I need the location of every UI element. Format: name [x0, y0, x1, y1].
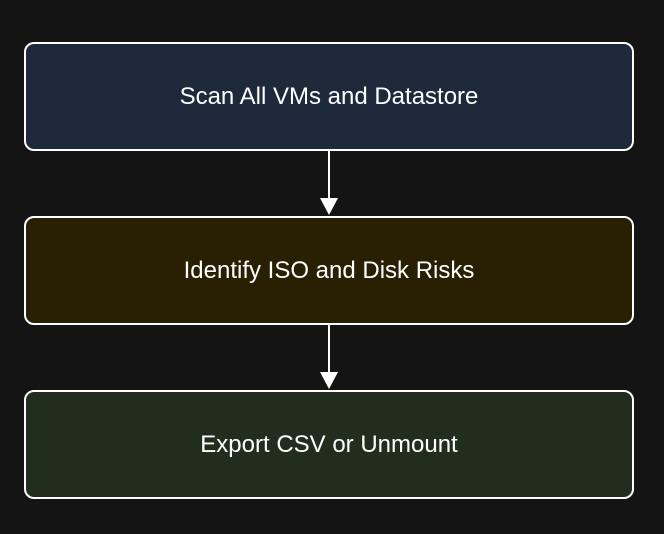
- step-scan-node: Scan All VMs and Datastore: [24, 42, 634, 151]
- step-scan-label: Scan All VMs and Datastore: [179, 82, 479, 110]
- step-identify-node: Identify ISO and Disk Risks: [24, 216, 634, 325]
- step-identify-label: Identify ISO and Disk Risks: [183, 256, 475, 284]
- step-export-label: Export CSV or Unmount: [200, 430, 458, 458]
- arrow-identify-to-export: [320, 325, 338, 389]
- arrow-scan-to-identify: [320, 151, 338, 215]
- step-export-node: Export CSV or Unmount: [24, 390, 634, 499]
